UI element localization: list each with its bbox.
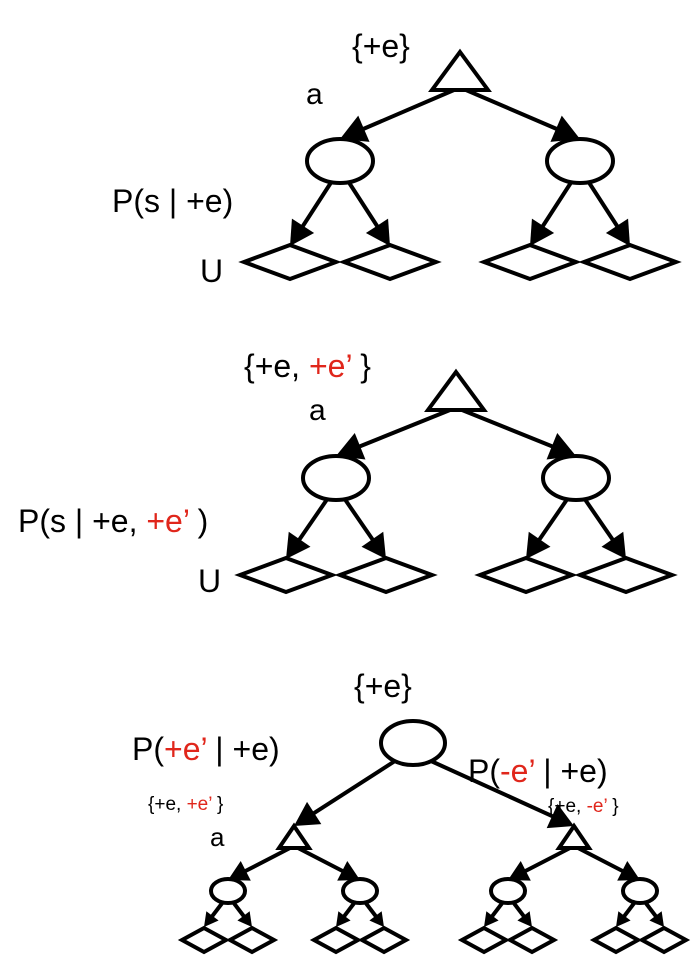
- tree1-action-edge-1: [361, 88, 455, 132]
- tree3-utility-node-2-2-1: [589, 925, 643, 955]
- tree3-action-label: a: [210, 822, 225, 852]
- tree3-action-edge-2-1-head: [508, 861, 531, 881]
- tree2-utility-node-2-1: [474, 555, 578, 595]
- tree1-chance-node-1: [305, 137, 375, 185]
- tree2-max-node: [424, 368, 488, 412]
- tree3-evidence-edge-2: [430, 759, 555, 819]
- tree1-utility-node-1-2: [338, 242, 442, 282]
- tree3-outcome-edge-1-2-1-head: [336, 911, 351, 927]
- tree3-right-set-label: {+e, -e’ }: [548, 796, 619, 817]
- tree3-outcome-edge-2-1-2: [511, 900, 527, 919]
- tree2-outcome-edge-1-2-head: [361, 531, 386, 559]
- tree3-utility-node-2-2-2: [637, 925, 691, 955]
- tree1-action-edge-2: [465, 88, 559, 132]
- tree3-action-edge-1-2-head: [337, 861, 360, 881]
- tree3-outcome-edge-2-2-1: [621, 900, 637, 919]
- tree2-chance-node-2: [541, 454, 611, 502]
- tree-edges: [204, 88, 664, 927]
- tree3-outcome-edge-1-1-1: [209, 900, 225, 919]
- tree3-right-prob-label: P(-e’ | +e): [468, 753, 608, 789]
- tree-nodes: [177, 48, 691, 955]
- tree3-evidence-edge-2-head: [546, 804, 574, 829]
- tree3-outcome-edge-2-1-1: [489, 900, 505, 919]
- tree2-outcome-edge-1-2: [342, 496, 376, 543]
- tree2-prob-label: P(s | +e, +e’ ): [18, 503, 208, 539]
- tree2-outcome-edge-1-1: [296, 496, 330, 543]
- tree1-prob-label: P(s | +e): [112, 183, 233, 219]
- tree2-utility-node-1-1: [234, 555, 338, 595]
- tree2-outcome-edge-2-2-head: [601, 531, 626, 559]
- tree2-action-edge-1: [357, 408, 451, 449]
- tree3-outcome-edge-2-2-2: [643, 900, 659, 919]
- tree3-utility-node-2-1-2: [505, 925, 559, 955]
- tree1-utility-label: U: [200, 253, 223, 289]
- tree3-left-set-label: {+e, +e’ }: [148, 794, 223, 815]
- tree3-evidence-label: {+e}: [354, 668, 412, 704]
- tree1-outcome-edge-2-1-head: [530, 218, 555, 246]
- tree1-evidence-label: {+e}: [352, 28, 410, 64]
- tree2-outcome-edge-2-2: [582, 496, 616, 543]
- tree3-action-edge-2-1: [523, 846, 571, 874]
- tree3-outcome-edge-1-1-1-head: [204, 911, 219, 927]
- tree3-action-edge-2-2-head: [617, 861, 640, 881]
- tree3-chance-node-1-2: [341, 877, 379, 905]
- tree3-utility-node-1-2-2: [357, 925, 411, 955]
- tree3-evidence-edge-1-head: [294, 801, 322, 826]
- tree1-action-label: a: [306, 78, 323, 111]
- tree3-outcome-edge-2-1-1-head: [484, 911, 499, 927]
- tree3-outcome-edge-2-2-2-head: [649, 911, 664, 927]
- tree3-utility-node-1-1-2: [225, 925, 279, 955]
- tree3-outcome-edge-1-2-2-head: [369, 911, 384, 927]
- tree2-action-edge-1-head: [336, 433, 366, 460]
- tree2-action-edge-2-head: [546, 433, 576, 460]
- tree2-action-label: a: [309, 394, 326, 427]
- tree1-outcome-edge-1-2: [346, 179, 380, 229]
- tree1-outcome-edge-2-1: [540, 179, 574, 229]
- tree2-utility-node-1-2: [334, 555, 438, 595]
- tree3-chance-node-1-1: [209, 877, 247, 905]
- tree3-action-edge-2-2: [577, 846, 625, 874]
- tree3-action-edge-1-1: [243, 846, 291, 874]
- tree1-action-edge-1-head: [340, 115, 370, 142]
- tree2-chance-node-1: [301, 454, 371, 502]
- tree3-max-node-1: [275, 822, 313, 850]
- tree3-outcome-edge-1-1-2: [231, 900, 247, 919]
- tree2-utility-node-2-2: [574, 555, 678, 595]
- tree3-action-edge-1-2: [297, 846, 345, 874]
- tree3-outcome-edge-2-2-1-head: [616, 911, 631, 927]
- tree2-outcome-edge-2-1-head: [526, 531, 551, 559]
- tree1-utility-node-1-1: [238, 242, 342, 282]
- tree3-outcome-edge-1-2-1: [341, 900, 357, 919]
- tree3-outcome-edge-1-2-2: [363, 900, 379, 919]
- tree2-action-edge-2: [461, 408, 555, 449]
- tree1-action-edge-2-head: [550, 115, 580, 142]
- tree1-outcome-edge-1-1: [300, 179, 334, 229]
- tree1-utility-node-2-2: [578, 242, 682, 282]
- tree2-evidence-label: {+e, +e’ }: [244, 348, 371, 384]
- tree1-chance-node-2: [545, 137, 615, 185]
- tree3-action-edge-1-1-head: [228, 861, 251, 881]
- tree3-evidence-edge-1: [311, 759, 397, 816]
- tree1-outcome-edge-2-2: [586, 179, 620, 229]
- tree1-outcome-edge-1-1-head: [290, 218, 315, 246]
- tree3-outcome-edge-1-1-2-head: [237, 911, 252, 927]
- tree1-outcome-edge-1-2-head: [365, 218, 390, 246]
- tree3-evidence-chance-node: [379, 719, 447, 767]
- tree2-utility-label: U: [198, 563, 221, 599]
- tree3-utility-node-1-1-1: [177, 925, 231, 955]
- tree3-outcome-edge-2-1-2-head: [517, 911, 532, 927]
- tree3-chance-node-2-2: [621, 877, 659, 905]
- tree2-outcome-edge-1-1-head: [286, 531, 311, 559]
- tree3-max-node-2: [555, 822, 593, 850]
- tree1-outcome-edge-2-2-head: [605, 218, 630, 246]
- tree3-left-prob-label: P(+e’ | +e): [132, 731, 280, 767]
- tree1-max-node: [428, 48, 492, 92]
- tree3-chance-node-2-1: [489, 877, 527, 905]
- tree1-utility-node-2-1: [478, 242, 582, 282]
- tree2-outcome-edge-2-1: [536, 496, 570, 543]
- tree3-utility-node-1-2-1: [309, 925, 363, 955]
- tree3-utility-node-2-1-1: [457, 925, 511, 955]
